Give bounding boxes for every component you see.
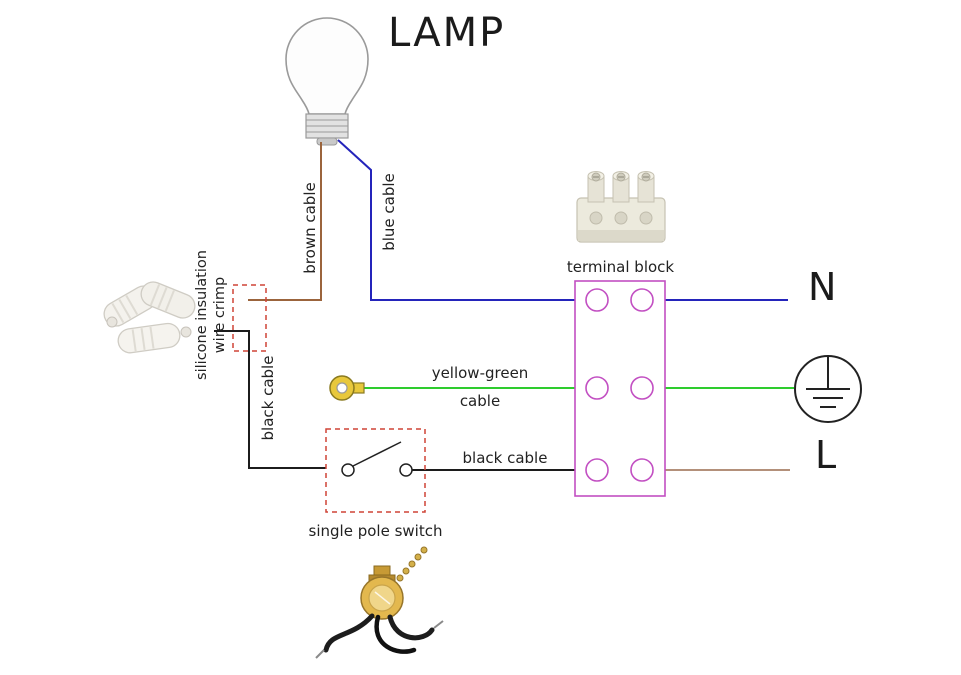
pull-chain-switch-photo xyxy=(315,546,444,659)
earth-ground-symbol xyxy=(794,355,862,423)
ring-terminal xyxy=(329,375,365,401)
brown-cable-label: brown cable xyxy=(301,182,319,274)
black-cable-mid-label: black cable xyxy=(462,449,548,467)
wire-crimps-photo xyxy=(103,281,196,354)
terminal-block-photo xyxy=(576,171,666,243)
terminal-block-symbol xyxy=(574,280,666,497)
lamp-title: LAMP xyxy=(388,10,506,56)
lamp-bulb-illustration xyxy=(285,17,369,146)
live-terminal-label: L xyxy=(815,433,838,477)
neutral-terminal-label: N xyxy=(808,265,838,309)
single-pole-switch-symbol xyxy=(325,428,426,513)
yellow-green-cable-label-line1: yellow-green xyxy=(431,364,529,382)
yellow-green-cable-label-line2: cable xyxy=(459,392,501,410)
single-pole-switch-label: single pole switch xyxy=(308,522,443,540)
terminal-block-label: terminal block xyxy=(566,258,675,276)
wire-crimp-dashed-box xyxy=(232,284,267,352)
black-wire-left xyxy=(214,330,326,469)
silicone-crimp-label-line1: silicone insulation xyxy=(194,250,210,380)
black-cable-left-label: black cable xyxy=(259,355,277,441)
blue-wire xyxy=(337,139,586,301)
silicone-crimp-label: silicone insulation wire crimp xyxy=(193,245,229,385)
brown-wire xyxy=(248,142,322,301)
silicone-crimp-label-line2: wire crimp xyxy=(212,276,228,354)
blue-cable-label: blue cable xyxy=(380,173,398,251)
